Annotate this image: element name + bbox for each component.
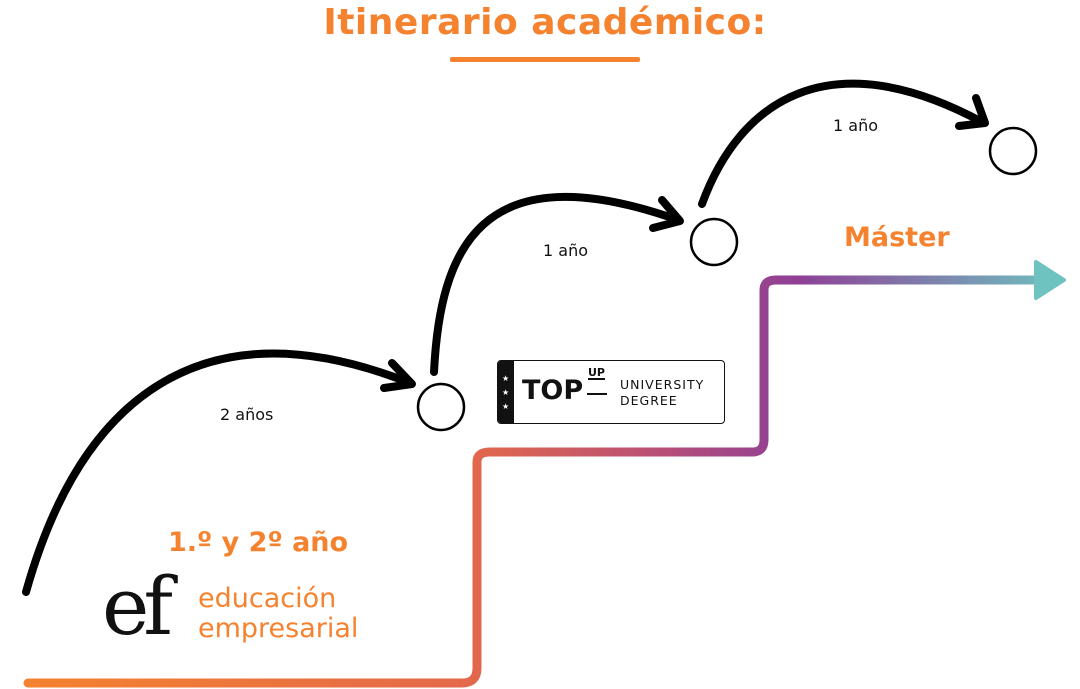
ef-logo-line1: educación (198, 583, 337, 614)
stage-label-first-years: 1.º y 2º año (168, 527, 349, 558)
star-icon: ★ (502, 402, 510, 411)
arc-arrowhead-2 (649, 196, 684, 232)
arc-arrowhead-1 (380, 359, 416, 392)
page-title: Itinerario académico: (323, 2, 767, 43)
topup-logo-bar (587, 393, 607, 395)
arc-arrowhead-3 (955, 94, 989, 130)
title-underline (450, 57, 640, 62)
topup-logo-line2: DEGREE (620, 393, 678, 408)
ef-logo-text: educación empresarial (198, 584, 358, 644)
stage-label-master: Máster (844, 222, 950, 253)
topup-logo-subtitle: UNIVERSITY DEGREE (620, 377, 704, 409)
star-icon: ★ (502, 388, 510, 397)
topup-logo: ★ ★ ★ TOP UP UNIVERSITY DEGREE (497, 360, 725, 424)
staircase-path (23, 275, 1045, 688)
ef-logo-mark: ef (102, 560, 173, 653)
milestone-circle-2 (689, 217, 739, 267)
step-label-1-ano-a: 1 año (543, 241, 588, 260)
step-label-2-anos: 2 años (220, 405, 274, 424)
topup-logo-line1: UNIVERSITY (620, 377, 705, 392)
ef-logo-line2: empresarial (198, 613, 359, 644)
milestone-circle-1 (416, 382, 466, 432)
topup-logo-main: TOP (522, 375, 584, 406)
staircase-arrowhead (1034, 260, 1066, 300)
arc-arrow-2 (430, 192, 682, 376)
step-label-1-ano-b: 1 año (833, 116, 878, 135)
milestone-circle-3 (988, 126, 1038, 176)
star-icon: ★ (502, 374, 510, 383)
topup-logo-strip: ★ ★ ★ (498, 361, 514, 423)
arc-arrow-3 (698, 79, 986, 208)
arc-arrow-1 (22, 349, 414, 596)
topup-logo-sup: UP (588, 366, 605, 380)
